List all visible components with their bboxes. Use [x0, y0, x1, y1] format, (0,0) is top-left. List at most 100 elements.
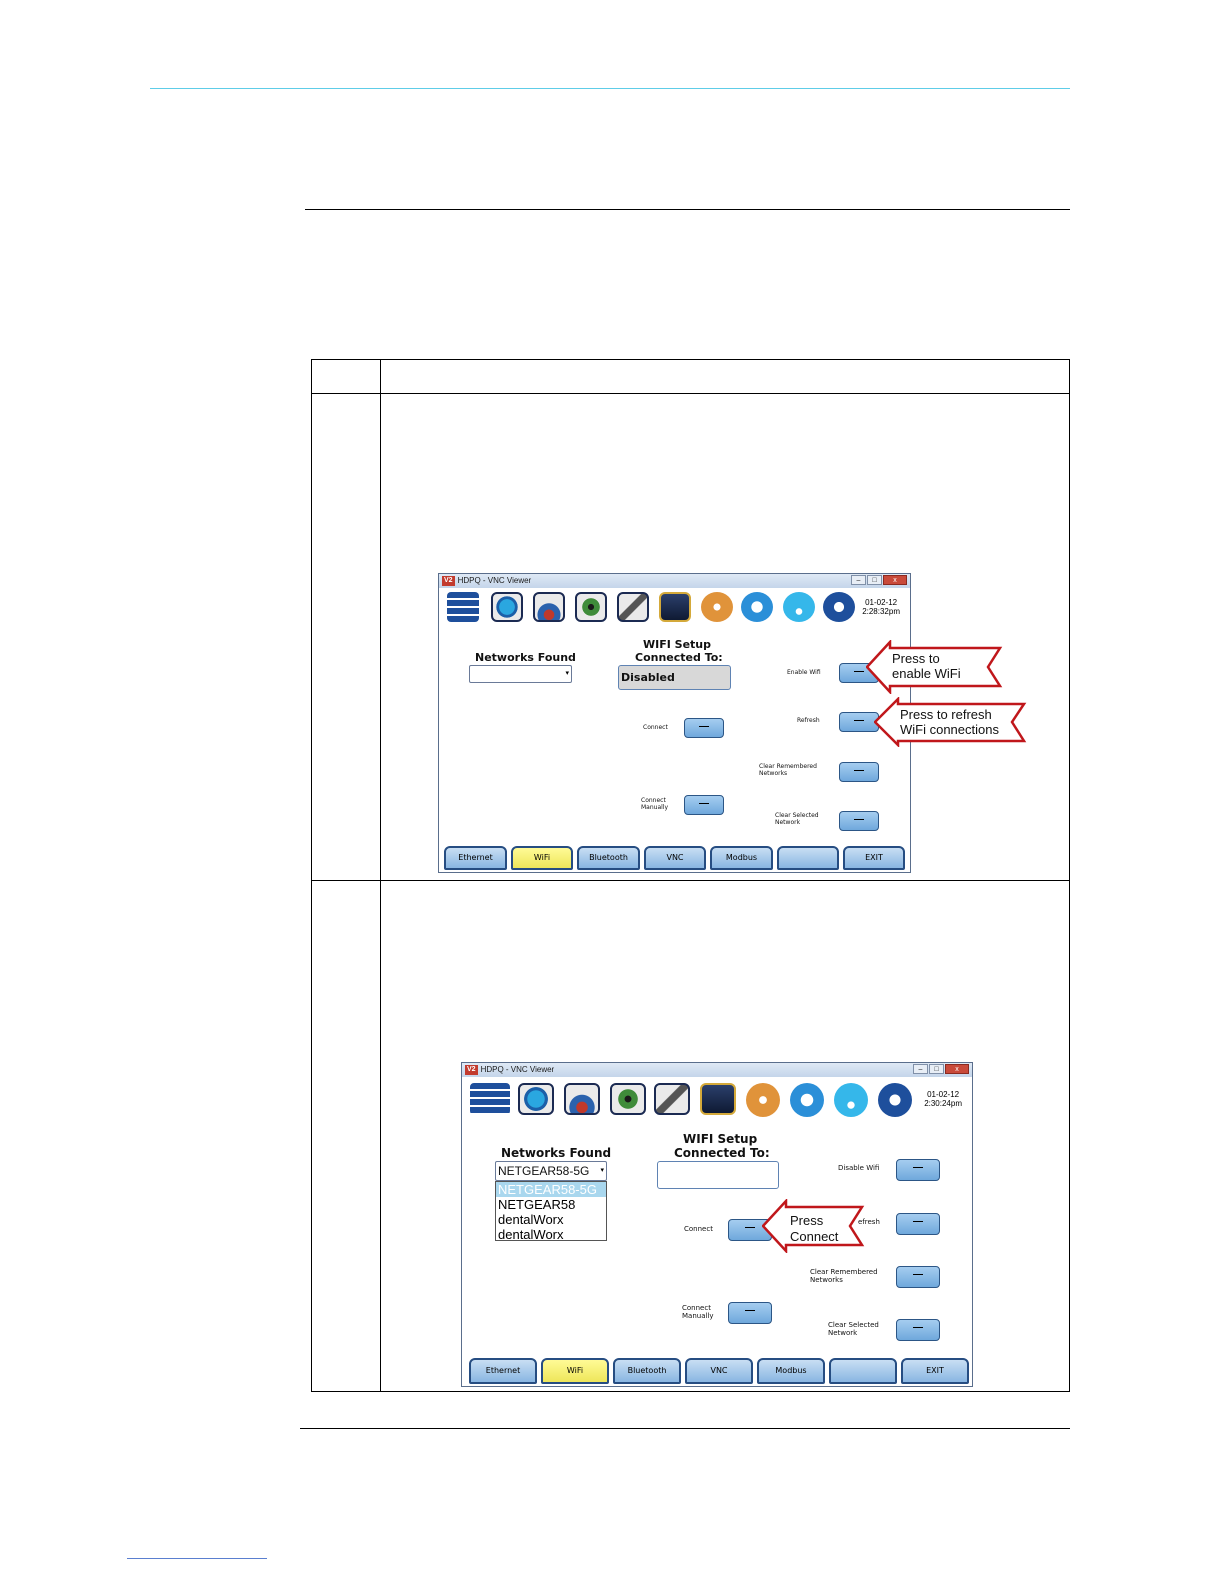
maximize-button[interactable]: □ [929, 1064, 944, 1074]
callout-refresh: Press to refresh WiFi connections [874, 697, 1028, 747]
wrench-icon[interactable] [654, 1083, 690, 1115]
clear-remembered-button[interactable]: — [896, 1266, 940, 1288]
list-item[interactable]: dentalWorx [498, 1227, 564, 1242]
tab-exit[interactable]: EXIT [843, 846, 905, 870]
tab-modbus[interactable]: Modbus [710, 846, 773, 870]
connect-manually-label-line1: Connect [682, 1304, 711, 1312]
date-text: 01-02-12 [927, 1090, 960, 1099]
maximize-button[interactable]: □ [867, 575, 882, 585]
connect-manually-label: Connect Manually [641, 797, 668, 811]
list-item[interactable]: NETGEAR58 [498, 1197, 576, 1212]
document-icon[interactable] [741, 592, 773, 622]
connected-to-value: Disabled [621, 671, 675, 684]
tab-bluetooth[interactable]: Bluetooth [577, 846, 640, 870]
clear-remembered-label-line1: Clear Remembered [810, 1268, 878, 1276]
connected-to-field: Disabled [618, 665, 731, 690]
play-icon[interactable] [491, 592, 523, 622]
tab-vnc[interactable]: VNC [685, 1358, 753, 1384]
clear-selected-button[interactable]: — [896, 1319, 940, 1341]
connect-manually-label-line1: Connect [641, 797, 666, 804]
callout-connect-text-1: Press [790, 1213, 824, 1228]
refresh-button[interactable]: — [896, 1213, 940, 1235]
connect-button[interactable]: — [684, 718, 724, 738]
list-item[interactable]: dentalWorx [498, 1212, 564, 1227]
menu-icon[interactable] [447, 592, 479, 622]
tab-vnc[interactable]: VNC [644, 846, 706, 870]
tab-ethernet[interactable]: Ethernet [444, 846, 507, 870]
tab-wifi[interactable]: WiFi [511, 846, 573, 870]
list-item[interactable]: NETGEAR58-5G [496, 1182, 606, 1197]
wifi-setup-title: WIFI Setup [643, 638, 712, 651]
screen-icon[interactable] [823, 592, 855, 622]
networks-dropdown[interactable]: NETGEAR58-5G ▾ [495, 1161, 607, 1181]
eye-icon[interactable] [610, 1083, 646, 1115]
table-row-divider [312, 880, 1069, 881]
callout-arrow-shape [874, 697, 1027, 747]
wifi-icon[interactable] [783, 592, 815, 622]
clear-selected-button[interactable]: — [839, 811, 879, 831]
clear-remembered-button[interactable]: — [839, 762, 879, 782]
tab-blank[interactable] [777, 846, 839, 870]
tab-bluetooth[interactable]: Bluetooth [613, 1358, 681, 1384]
clear-selected-label-line1: Clear Selected [828, 1321, 879, 1329]
minimize-button[interactable]: – [913, 1064, 928, 1074]
menu-icon[interactable] [470, 1083, 510, 1115]
callout-enable-text-2: enable WiFi [892, 666, 961, 681]
disable-wifi-button[interactable]: — [896, 1159, 940, 1181]
connect-manually-label: Connect Manually [682, 1304, 714, 1320]
refresh-button[interactable]: — [839, 712, 879, 732]
callout-connect: Press Connect [762, 1199, 866, 1253]
section-rule [305, 209, 1070, 210]
app-logo: V2 [465, 1064, 478, 1075]
bottom-rule [300, 1428, 1070, 1429]
callout-arrow-shape [762, 1199, 865, 1253]
connect-manually-button[interactable]: — [684, 795, 724, 815]
tab-exit[interactable]: EXIT [901, 1358, 969, 1384]
meter-icon[interactable] [564, 1083, 600, 1115]
camera-icon[interactable] [701, 592, 733, 622]
refresh-label: efresh [858, 1218, 880, 1226]
networks-dropdown[interactable]: ▾ [469, 665, 572, 683]
tab-modbus[interactable]: Modbus [757, 1358, 825, 1384]
callout-arrow-shape [866, 640, 1003, 694]
tab-blank[interactable] [829, 1358, 897, 1384]
connected-to-field [657, 1161, 779, 1189]
tab-ethernet[interactable]: Ethernet [469, 1358, 537, 1384]
clear-remembered-label: Clear Remembered Networks [759, 763, 817, 777]
chevron-down-icon: ▾ [600, 1167, 604, 1174]
networks-found-label: Networks Found [501, 1146, 612, 1160]
eye-icon[interactable] [575, 592, 607, 622]
document-icon[interactable] [790, 1083, 824, 1117]
connected-to-label: Connected To: [674, 1146, 770, 1160]
close-button[interactable]: x [883, 575, 907, 585]
camera-icon[interactable] [746, 1083, 780, 1117]
callout-connect-text-2: Connect [790, 1229, 839, 1244]
connect-manually-button[interactable]: — [728, 1302, 772, 1324]
steps-table [311, 359, 1070, 1392]
clear-selected-label: Clear Selected Network [828, 1321, 879, 1337]
close-button[interactable]: x [945, 1064, 969, 1074]
date-text: 01-02-12 [865, 598, 898, 607]
minimize-button[interactable]: – [851, 575, 866, 585]
monitor-icon[interactable] [700, 1083, 736, 1115]
monitor-icon[interactable] [659, 592, 691, 622]
screen-icon[interactable] [878, 1083, 912, 1117]
chevron-down-icon: ▾ [565, 670, 569, 677]
callout-refresh-text-2: WiFi connections [900, 722, 999, 737]
wifi-icon[interactable] [834, 1083, 868, 1117]
meter-icon[interactable] [533, 592, 565, 622]
selected-network: NETGEAR58-5G [498, 1164, 590, 1178]
window-title: HDPQ - VNC Viewer [480, 1065, 555, 1074]
header-rule [150, 88, 1070, 89]
wrench-icon[interactable] [617, 592, 649, 622]
tab-wifi[interactable]: WiFi [541, 1358, 609, 1384]
play-icon[interactable] [518, 1083, 554, 1115]
clear-selected-label-line2: Network [828, 1329, 858, 1337]
clear-remembered-label: Clear Remembered Networks [810, 1268, 878, 1284]
clear-selected-label-line1: Clear Selected [775, 812, 819, 819]
window-title: HDPQ - VNC Viewer [457, 576, 532, 585]
networks-list[interactable]: NETGEAR58-5G NETGEAR58 dentalWorx dental… [495, 1181, 607, 1242]
table-column-divider [380, 360, 381, 1391]
